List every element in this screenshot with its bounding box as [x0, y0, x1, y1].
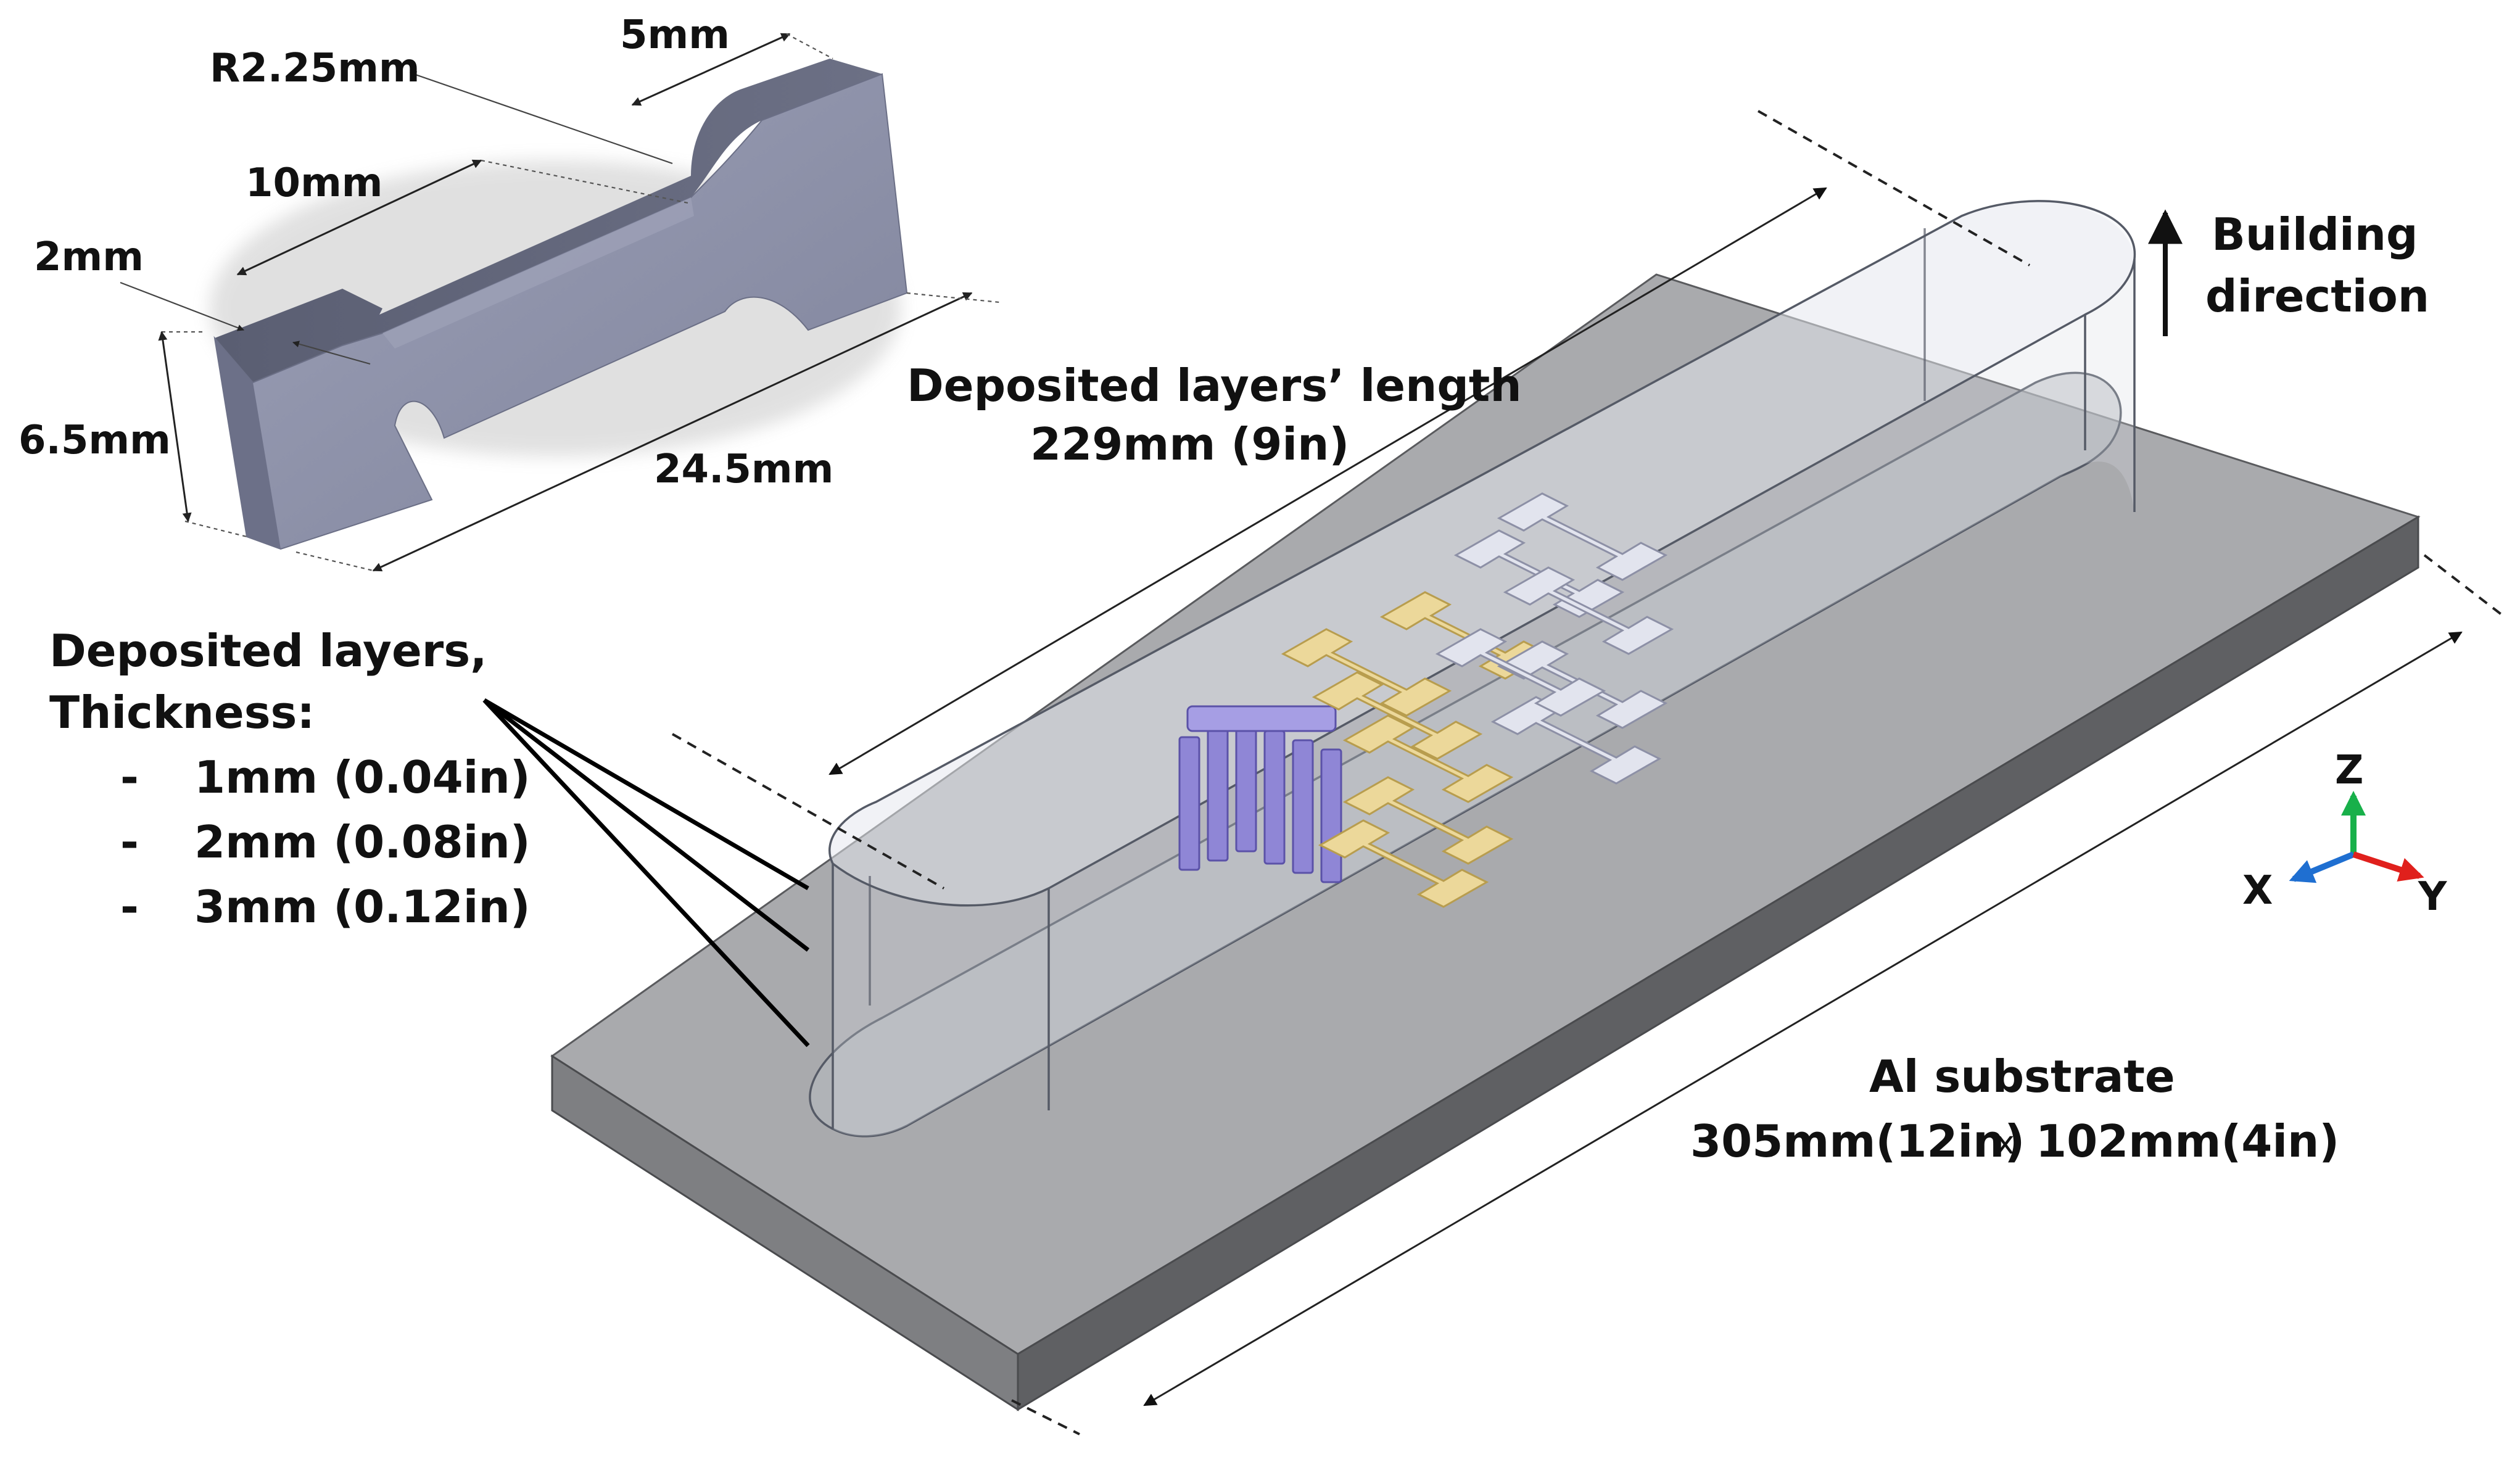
- deposited-layers-leaders: [482, 698, 810, 1047]
- purple-specimen-tops: [1186, 705, 1337, 732]
- thickness-label: 2mm: [34, 234, 144, 280]
- y-axis-label: Y: [2418, 874, 2447, 920]
- gauge-length-label: 10mm: [246, 160, 382, 206]
- substrate-size-x: x: [1996, 1125, 2015, 1162]
- axes-triad: Z X Y: [2242, 748, 2447, 920]
- substrate-length-dimension: [1011, 554, 2506, 1435]
- deposited-length-dimension: [672, 110, 2030, 890]
- thickness-item-dash: -: [120, 751, 139, 803]
- deposited-layers-subtitle: Thickness:: [49, 687, 315, 738]
- y-axis-arrow: [2352, 851, 2424, 882]
- specimen-top-face: [215, 59, 882, 382]
- x-axis-label: X: [2242, 868, 2273, 914]
- thickness-item-dash: -: [120, 881, 139, 933]
- purple-specimen: [1178, 736, 1200, 871]
- deposited-length-value: 229mm (9in): [1030, 418, 1349, 470]
- top-width-label: 5mm: [620, 12, 730, 58]
- substrate-size-b: 102mm(4in): [2036, 1115, 2339, 1167]
- z-axis-label: Z: [2335, 748, 2363, 793]
- deposited-length-title: Deposited layers’ length: [907, 360, 1522, 411]
- deposited-layers-title: Deposited layers,: [49, 625, 487, 677]
- substrate-title: Al substrate: [1869, 1051, 2175, 1102]
- purple-specimen: [1207, 727, 1229, 862]
- thickness-item: 1mm (0.04in): [194, 751, 531, 803]
- building-direction-line1: Building: [2212, 209, 2418, 260]
- substrate-top-face: [550, 273, 2421, 1355]
- thickness-item-dash: -: [120, 816, 139, 868]
- specimen-dimension-lines: [120, 33, 1000, 572]
- height-label: 6.5mm: [19, 418, 171, 463]
- thickness-item: 2mm (0.08in): [194, 816, 531, 868]
- purple-specimen: [1292, 739, 1314, 874]
- purple-specimen: [1235, 717, 1257, 853]
- specimen-end-face: [215, 338, 281, 549]
- thickness-item: 3mm (0.12in): [194, 881, 531, 933]
- purple-specimen: [1263, 730, 1286, 865]
- radius-label: R2.25mm: [210, 46, 420, 91]
- substrate-size-a: 305mm(12in): [1690, 1115, 2025, 1167]
- purple-specimen: [1320, 748, 1342, 883]
- building-direction-line2: direction: [2205, 270, 2429, 322]
- total-length-label: 24.5mm: [654, 447, 833, 492]
- x-axis-arrow: [2289, 851, 2355, 883]
